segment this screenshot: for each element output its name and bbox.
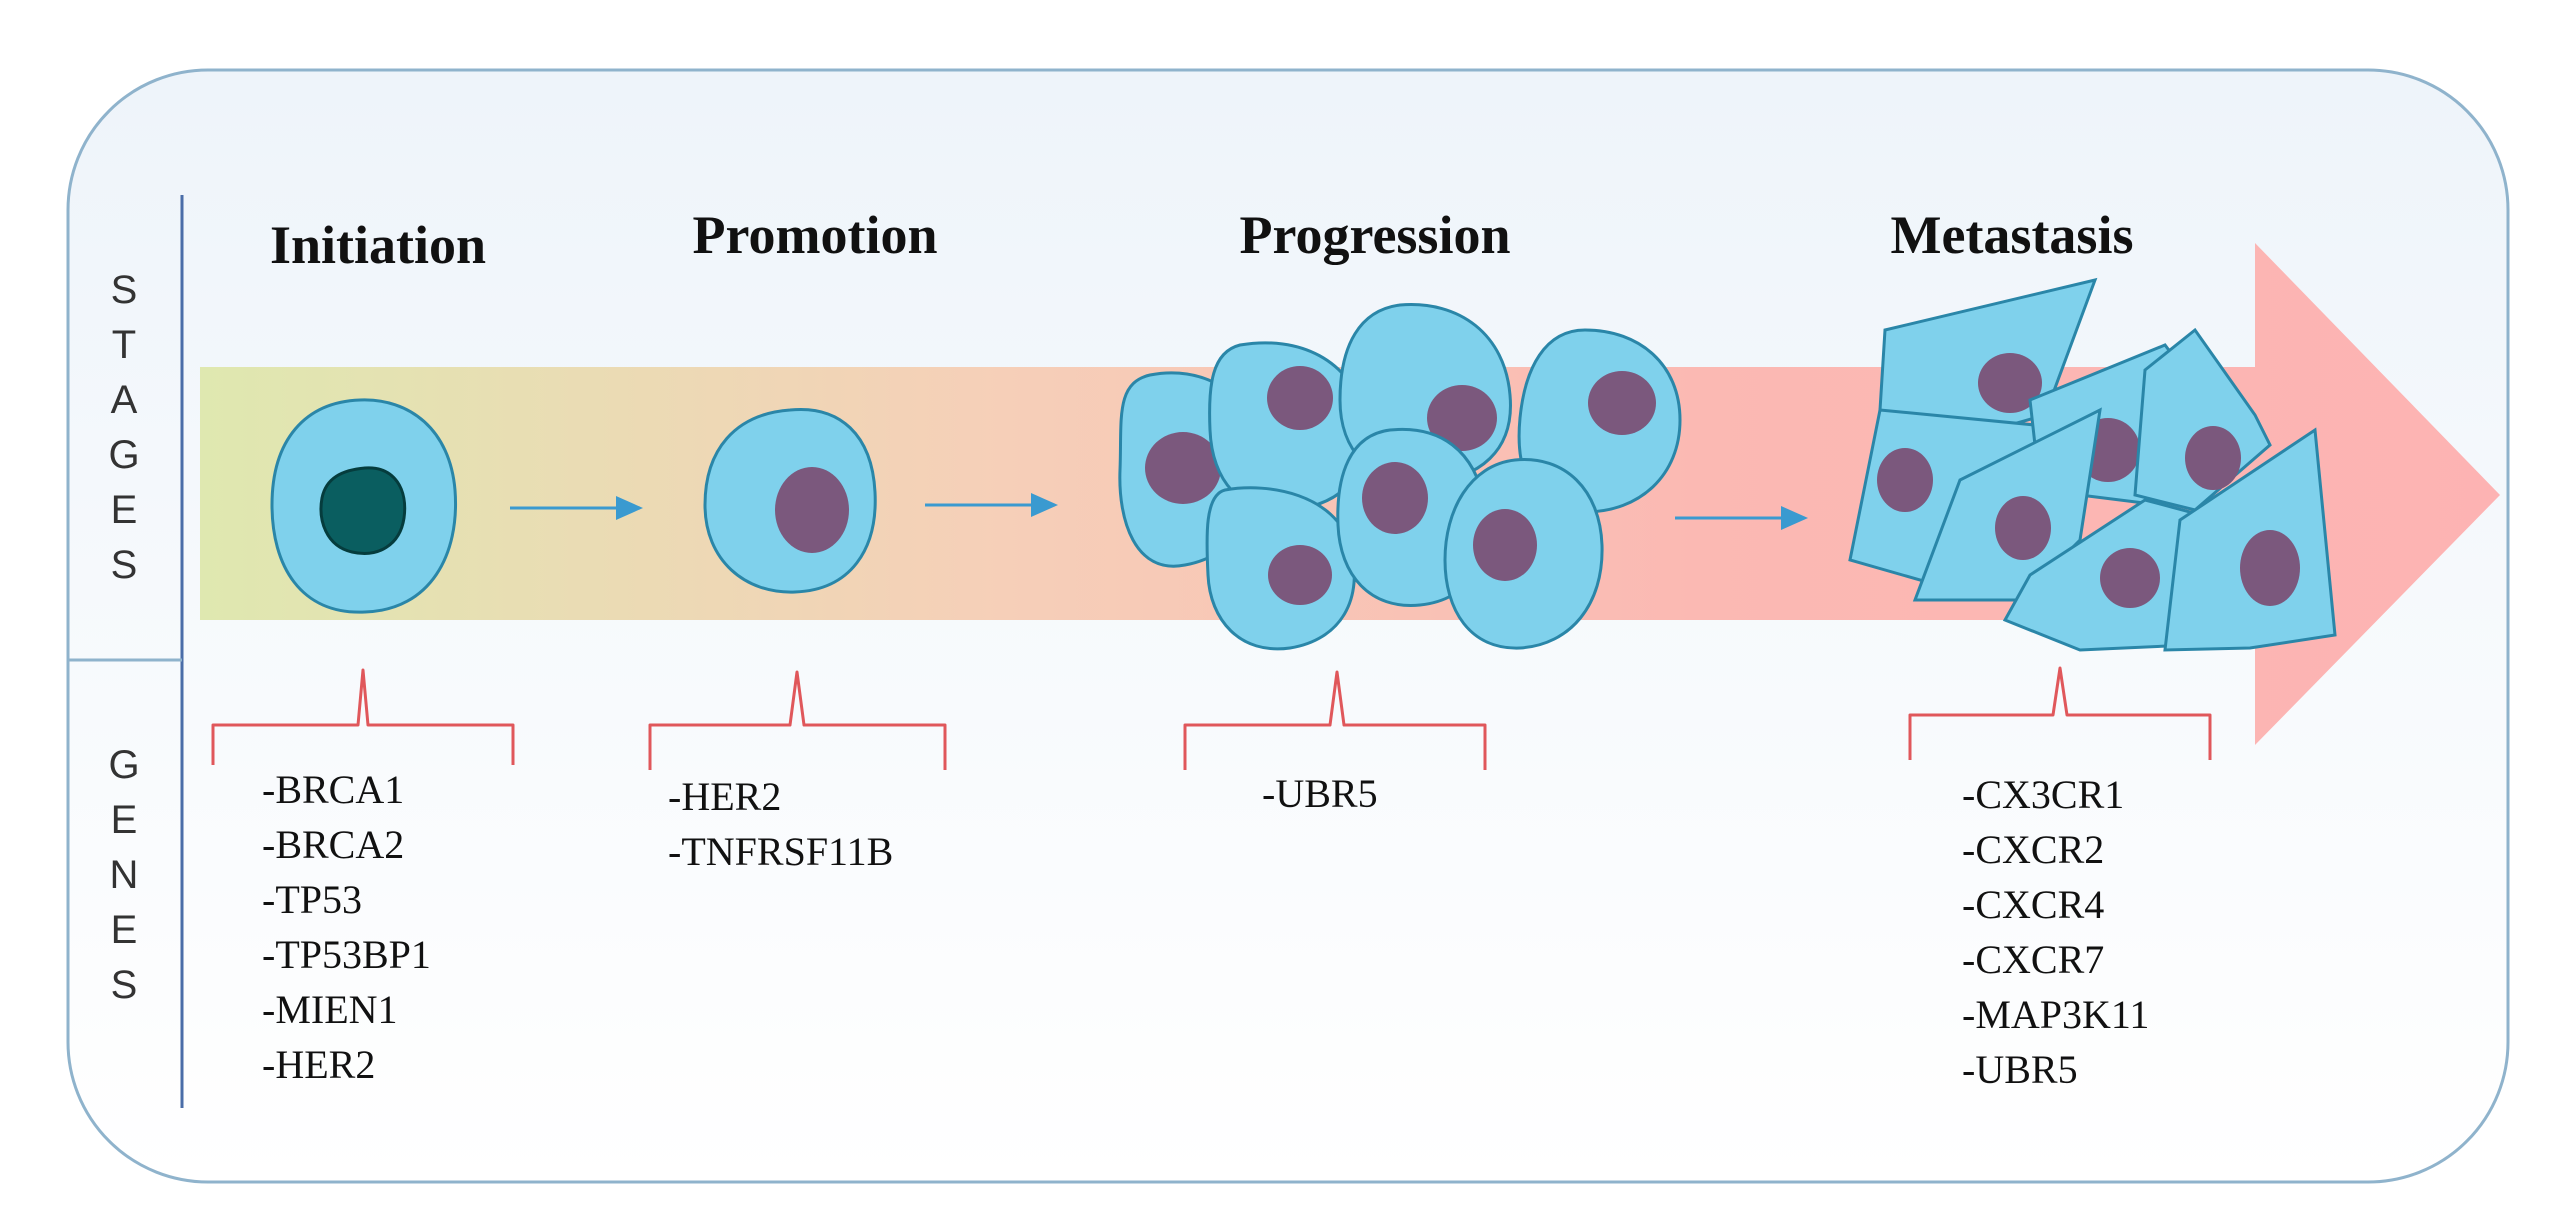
side-letter: T <box>112 323 136 367</box>
stages-side-label: S T A G E S <box>108 268 139 587</box>
promotion-cell <box>703 407 877 594</box>
genes-progression: -UBR5 <box>1262 771 1378 816</box>
genes-initiation: -BRCA1 -BRCA2 -TP53 -TP53BP1 -MIEN1 -HER… <box>262 767 431 1087</box>
gene-label: -BRCA2 <box>262 822 404 867</box>
stage-title-progression: Progression <box>1239 205 1510 265</box>
side-letter: G <box>108 743 139 787</box>
gene-label: -UBR5 <box>1962 1047 2078 1092</box>
genes-side-label: G E N E S <box>108 743 139 1007</box>
gene-label: -CX3CR1 <box>1962 772 2124 817</box>
side-letter: S <box>111 268 138 312</box>
gene-label: -TP53 <box>262 877 362 922</box>
gene-label: -CXCR7 <box>1962 937 2104 982</box>
stage-title-initiation: Initiation <box>270 215 486 275</box>
gene-label: -UBR5 <box>1262 771 1378 816</box>
side-letter: N <box>110 853 139 897</box>
gene-label: -HER2 <box>262 1042 375 1087</box>
metastasis-cell-cluster <box>1848 277 2337 652</box>
side-letter: E <box>111 488 138 532</box>
gene-label: -MIEN1 <box>262 987 398 1032</box>
gene-label: -HER2 <box>668 774 781 819</box>
side-letter: S <box>111 963 138 1007</box>
side-letter: G <box>108 433 139 477</box>
stage-title-promotion: Promotion <box>693 205 938 265</box>
brace-promotion <box>648 670 947 770</box>
brace-metastasis <box>1908 666 2212 760</box>
genes-metastasis: -CX3CR1 -CXCR2 -CXCR4 -CXCR7 -MAP3K11 -U… <box>1962 772 2149 1092</box>
gene-label: -CXCR4 <box>1962 882 2104 927</box>
progression-cell-cluster <box>1118 303 1682 651</box>
initiation-cell <box>270 398 458 614</box>
gene-label: -MAP3K11 <box>1962 992 2149 1037</box>
gene-label: -TNFRSF11B <box>668 829 893 874</box>
side-letter: S <box>111 543 138 587</box>
side-letter: E <box>111 908 138 952</box>
brace-initiation <box>211 668 515 765</box>
side-letter: A <box>111 378 138 422</box>
gene-label: -TP53BP1 <box>262 932 431 977</box>
side-letter: E <box>111 798 138 842</box>
gene-label: -BRCA1 <box>262 767 404 812</box>
initiation-nucleus <box>319 466 407 555</box>
gene-label: -CXCR2 <box>1962 827 2104 872</box>
stage-title-metastasis: Metastasis <box>1891 205 2134 265</box>
brace-progression <box>1183 670 1487 770</box>
promotion-nucleus <box>775 467 849 553</box>
genes-promotion: -HER2 -TNFRSF11B <box>668 774 893 874</box>
